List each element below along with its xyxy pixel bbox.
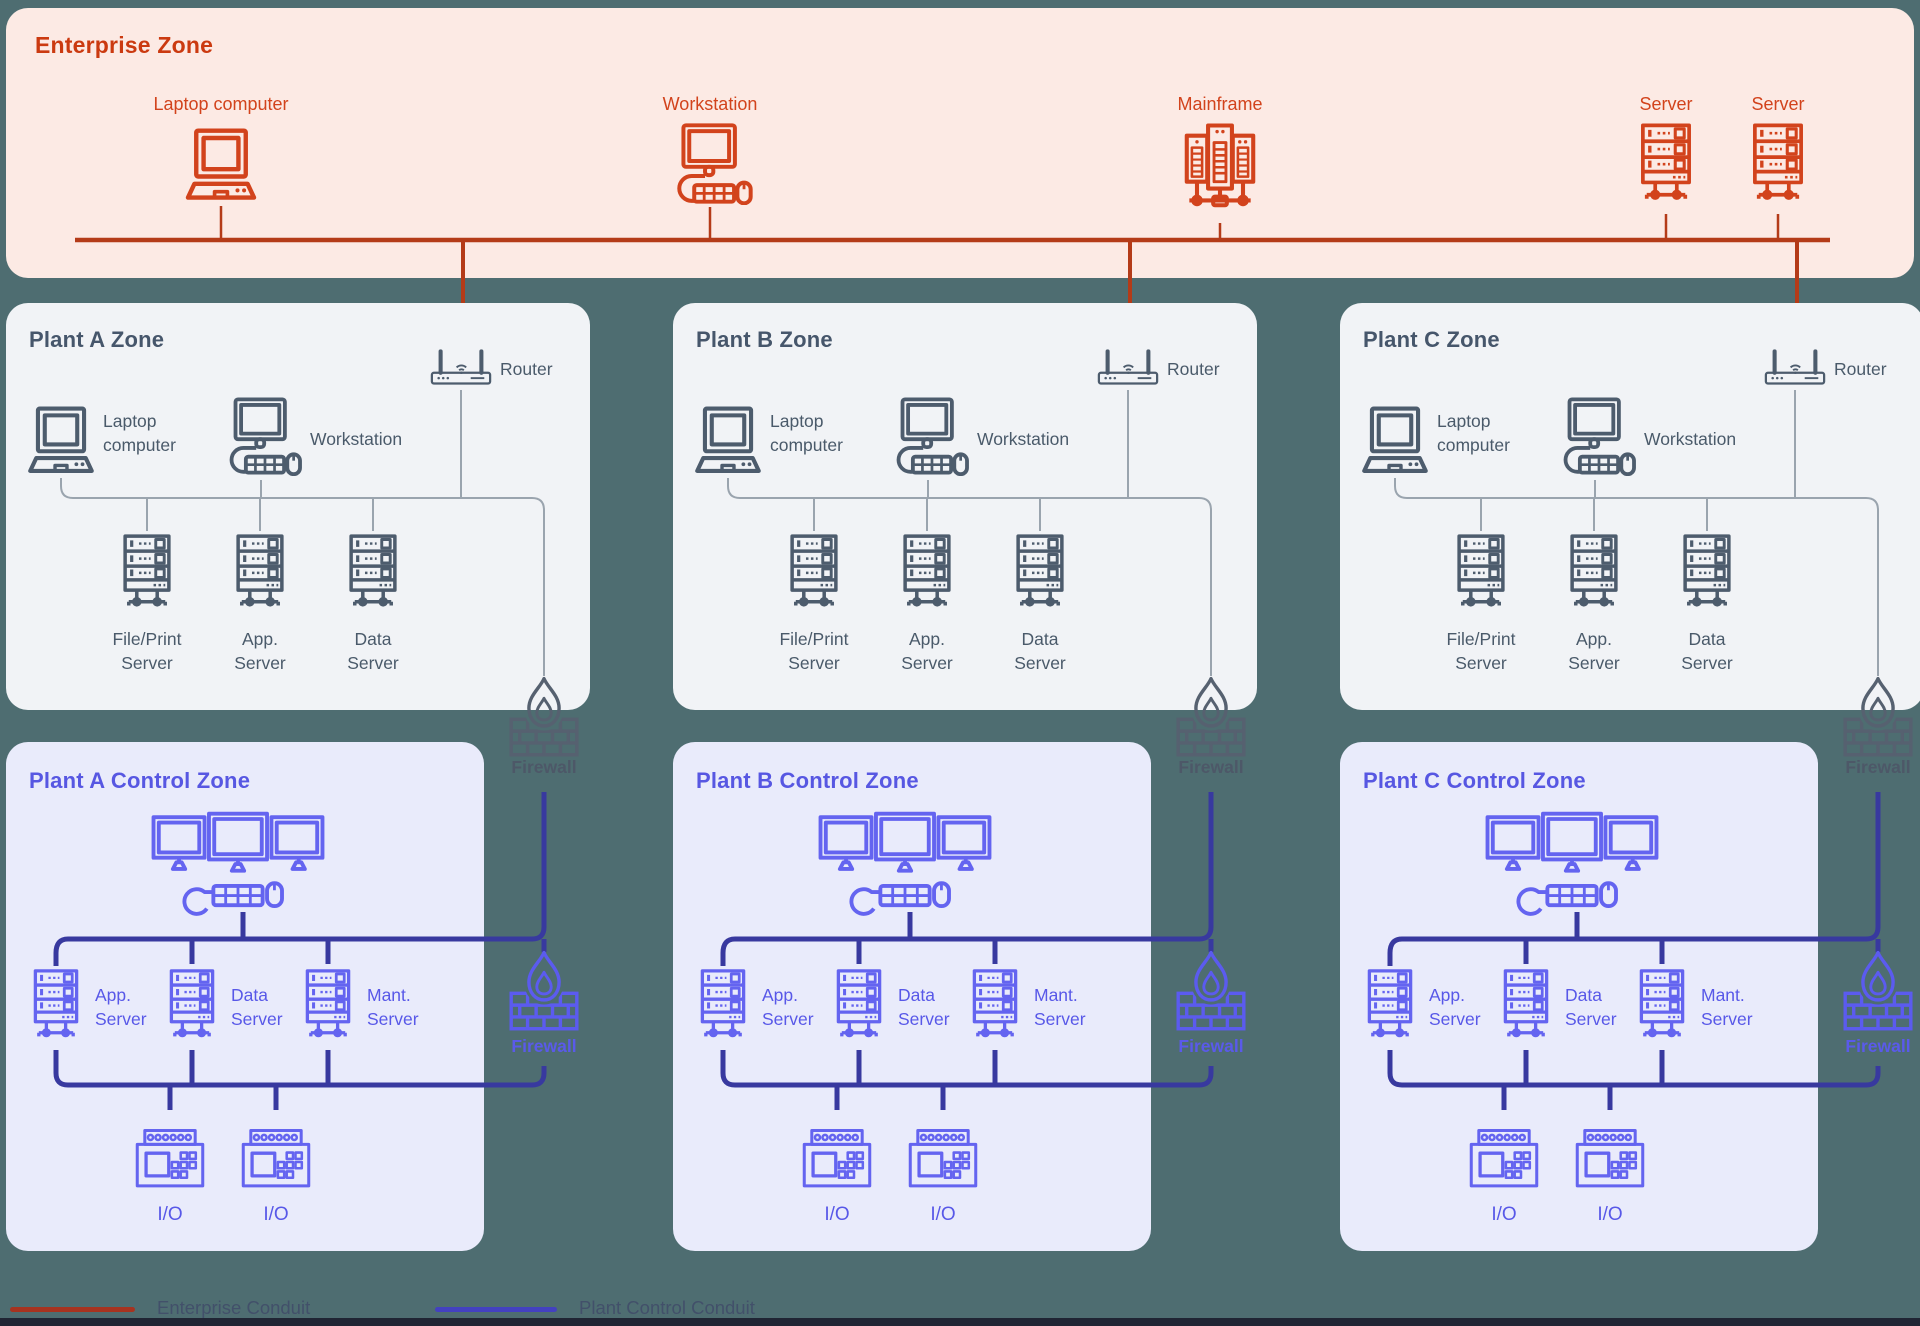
server-icon <box>1357 968 1423 1048</box>
laptop-label: Laptop computer <box>770 411 843 455</box>
hmi-workstation-icon <box>150 808 326 918</box>
control-zone-title: Plant A Control Zone <box>29 768 251 793</box>
laptop-icon <box>1354 405 1436 477</box>
server-label: App. Server <box>95 985 147 1029</box>
server-icon <box>1672 533 1742 618</box>
io-label: I/O <box>157 1204 183 1225</box>
server-label: App. Server <box>1429 985 1481 1029</box>
io-label: I/O <box>263 1204 289 1225</box>
plant-control-conduit-swatch <box>435 1307 557 1312</box>
router-icon <box>1762 344 1828 388</box>
legend-enterprise-conduit: Enterprise Conduit <box>157 1297 311 1318</box>
plant-zone-title: Plant C Zone <box>1363 327 1500 352</box>
workstation-icon <box>1552 396 1638 476</box>
enterprise-device-label: Workstation <box>662 94 758 114</box>
firewall-label: Firewall <box>1845 1036 1911 1056</box>
footer-bar <box>0 1318 1920 1326</box>
control-zone-title: Plant B Control Zone <box>696 768 919 793</box>
firewall-icon <box>507 676 581 760</box>
plant-zone-title: Plant B Zone <box>696 327 833 352</box>
enterprise-device-label: Server <box>1751 94 1805 114</box>
io-label: I/O <box>824 1204 850 1225</box>
legend-plant-control-conduit: Plant Control Conduit <box>579 1297 755 1318</box>
firewall-label: Firewall <box>1178 757 1244 777</box>
enterprise-zone-title: Enterprise Zone <box>35 32 214 58</box>
server-label: Data Server <box>231 985 283 1029</box>
enterprise-conduit-swatch <box>10 1307 135 1312</box>
laptop-label: Laptop computer <box>103 411 176 455</box>
plant-b-column: Plant B Zone Plant B Control Zone Router… <box>667 0 1287 1326</box>
firewall-label: Firewall <box>511 757 577 777</box>
server-label: Data Server <box>1014 629 1066 673</box>
server-icon <box>112 533 182 618</box>
plant-zone-title: Plant A Zone <box>29 327 165 352</box>
io-module-icon <box>799 1128 875 1196</box>
firewall-icon <box>1174 950 1248 1034</box>
server-label: Data Server <box>347 629 399 673</box>
server-icon <box>225 533 295 618</box>
server-label: Mant. Server <box>1701 985 1753 1029</box>
server-icon <box>1559 533 1629 618</box>
enterprise-device-label: Mainframe <box>1177 94 1263 114</box>
firewall-label: Firewall <box>1178 1036 1244 1056</box>
router-label: Router <box>1167 359 1220 379</box>
io-label: I/O <box>930 1204 956 1225</box>
io-module-icon <box>238 1128 314 1196</box>
router-icon <box>428 344 494 388</box>
server-label: File/Print Server <box>1446 629 1516 673</box>
firewall-icon <box>1174 676 1248 760</box>
plant-a-column: Plant A Zone Plant A Control Zone Router… <box>0 0 620 1326</box>
server-icon <box>779 533 849 618</box>
firewall-label: Firewall <box>1845 757 1911 777</box>
router-label: Router <box>1834 359 1887 379</box>
io-module-icon <box>1466 1128 1542 1196</box>
plant-c-column: Plant C Zone Plant C Control Zone Router… <box>1334 0 1920 1326</box>
io-label: I/O <box>1491 1204 1517 1225</box>
workstation-icon <box>218 396 304 476</box>
workstation-label: Workstation <box>1644 429 1737 449</box>
server-label: File/Print Server <box>112 629 182 673</box>
server-label: App. Server <box>1568 629 1620 673</box>
io-module-icon <box>1572 1128 1648 1196</box>
server-icon <box>338 533 408 618</box>
laptop-label: Laptop computer <box>1437 411 1510 455</box>
workstation-icon <box>885 396 971 476</box>
router-label: Router <box>500 359 553 379</box>
server-icon <box>690 968 756 1048</box>
hmi-workstation-icon <box>1484 808 1660 918</box>
server-label: App. Server <box>234 629 286 673</box>
server-icon <box>1446 533 1516 618</box>
io-module-icon <box>905 1128 981 1196</box>
control-zone-title: Plant C Control Zone <box>1363 768 1586 793</box>
enterprise-zone-box: Enterprise Zone <box>6 8 1914 278</box>
server-label: Data Server <box>1565 985 1617 1029</box>
server-label: Mant. Server <box>367 985 419 1029</box>
server-icon <box>1005 533 1075 618</box>
enterprise-device-label: Laptop computer <box>153 94 289 114</box>
laptop-icon <box>20 405 102 477</box>
server-icon <box>892 533 962 618</box>
firewall-icon <box>507 950 581 1034</box>
io-module-icon <box>132 1128 208 1196</box>
hmi-workstation-icon <box>817 808 993 918</box>
workstation-label: Workstation <box>310 429 403 449</box>
server-label: File/Print Server <box>779 629 849 673</box>
laptop-icon <box>687 405 769 477</box>
io-label: I/O <box>1597 1204 1623 1225</box>
firewall-icon <box>1841 676 1915 760</box>
server-label: App. Server <box>762 985 814 1029</box>
firewall-label: Firewall <box>511 1036 577 1056</box>
server-label: Data Server <box>898 985 950 1029</box>
server-label: Mant. Server <box>1034 985 1086 1029</box>
server-label: App. Server <box>901 629 953 673</box>
firewall-icon <box>1841 950 1915 1034</box>
enterprise-device-label: Server <box>1639 94 1693 114</box>
server-label: Data Server <box>1681 629 1733 673</box>
router-icon <box>1095 344 1161 388</box>
workstation-label: Workstation <box>977 429 1070 449</box>
server-icon <box>23 968 89 1048</box>
